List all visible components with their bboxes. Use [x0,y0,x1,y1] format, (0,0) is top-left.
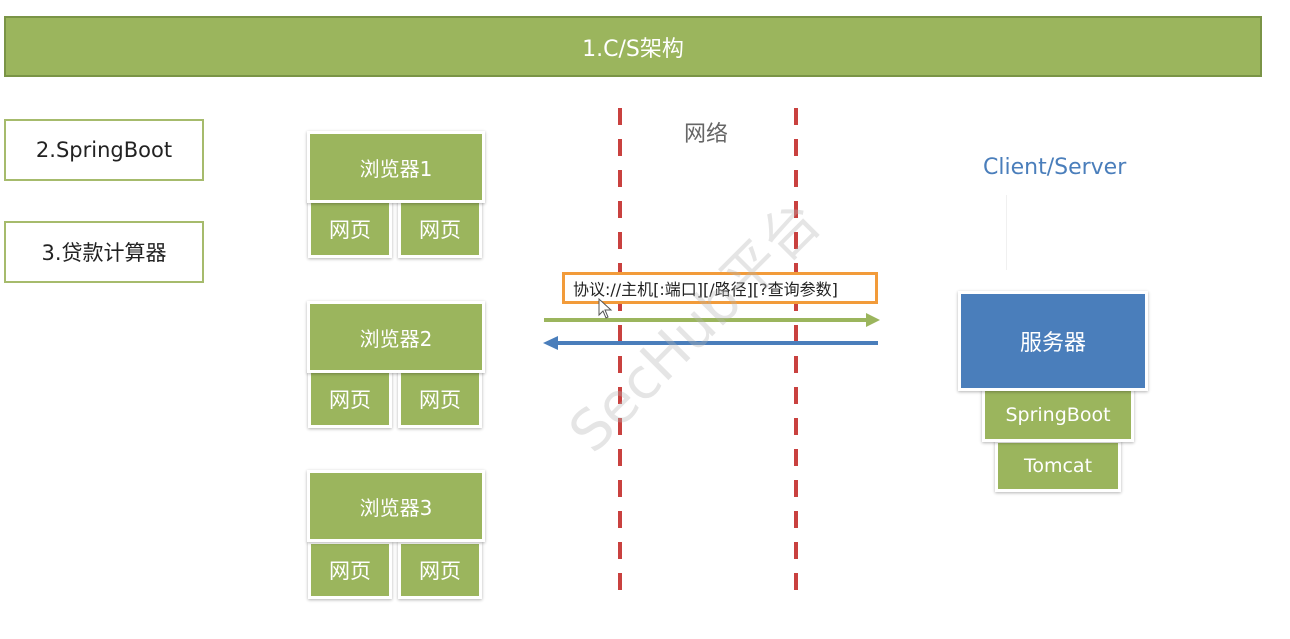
server-box: 服务器 [958,291,1148,391]
faint-divider [1006,195,1007,270]
request-response-arrows [543,313,880,350]
nav-item-springboot[interactable]: 2.SpringBoot [4,119,204,181]
tomcat-box: Tomcat [995,440,1121,492]
browser-box-3: 浏览器3 [307,470,485,542]
client-server-heading: Client/Server [983,155,1127,180]
browser-box-1: 浏览器1 [307,131,485,203]
network-boundary-right [794,108,798,594]
webpage-box: 网页 [308,541,392,599]
network-label: 网络 [684,122,729,147]
mouse-cursor-icon [598,298,613,319]
section-title-cs-architecture: 1.C/S架构 [4,16,1262,77]
webpage-box: 网页 [308,370,392,428]
nav-item-loan-calculator[interactable]: 3.贷款计算器 [4,221,204,283]
request-arrow-icon [544,313,880,327]
webpage-box: 网页 [398,541,482,599]
webpage-box: 网页 [398,200,482,258]
network-boundary-left [618,108,622,594]
response-arrow-icon [543,336,878,350]
springboot-box: SpringBoot [982,388,1134,442]
url-format-box: 协议://主机[:端口][/路径][?查询参数] [562,272,878,304]
browser-box-2: 浏览器2 [307,301,485,373]
webpage-box: 网页 [308,200,392,258]
webpage-box: 网页 [398,370,482,428]
